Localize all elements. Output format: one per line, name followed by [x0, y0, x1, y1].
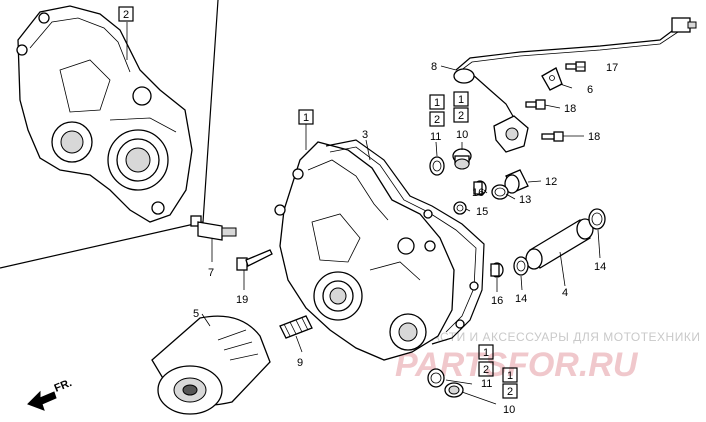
- boxed-stack-top-a[interactable]: 1 2: [429, 94, 445, 127]
- svg-text:2: 2: [483, 364, 489, 376]
- svg-text:2: 2: [123, 9, 129, 21]
- callout-10-bottom[interactable]: 10: [503, 404, 515, 416]
- callout-16-top[interactable]: 16: [472, 187, 484, 199]
- svg-text:1: 1: [483, 347, 489, 359]
- callout-15[interactable]: 15: [476, 206, 488, 218]
- oring-13-drawing: [491, 184, 509, 200]
- svg-text:1: 1: [507, 370, 513, 382]
- boxed-stack-bottom-a[interactable]: 1 2: [478, 344, 494, 377]
- leader-lines: [126, 22, 601, 405]
- callout-14-left[interactable]: 14: [515, 293, 527, 305]
- sensor-harness-drawing: [453, 17, 697, 153]
- collar-16-drawing: [473, 180, 487, 196]
- boxed-stack-top-b[interactable]: 1 2: [453, 91, 469, 123]
- callout-7[interactable]: 7: [208, 267, 214, 279]
- callout-9[interactable]: 9: [297, 357, 303, 369]
- oring-14b-drawing: [588, 208, 606, 230]
- gasket-drawing: [325, 139, 485, 345]
- cap-10-drawing: [452, 148, 472, 170]
- callout-boxed-2-inset[interactable]: 2: [118, 6, 134, 22]
- front-direction-arrow: FR.: [27, 377, 74, 411]
- callout-17[interactable]: 17: [606, 62, 618, 74]
- svg-text:1: 1: [458, 94, 464, 106]
- callout-16-bottom[interactable]: 16: [491, 295, 503, 307]
- svg-text:1: 1: [303, 112, 309, 124]
- inset-frame: [0, 0, 219, 269]
- bolt-17-drawing: [565, 61, 586, 72]
- callout-5[interactable]: 5: [193, 308, 199, 320]
- callout-14-right[interactable]: 14: [594, 261, 606, 273]
- oring-14a-drawing: [513, 256, 529, 276]
- front-label: FR.: [53, 377, 74, 395]
- callout-18-bottom[interactable]: 18: [588, 131, 600, 143]
- callout-19[interactable]: 19: [236, 294, 248, 306]
- oil-filter-drawing: [151, 315, 271, 415]
- callout-6[interactable]: 6: [587, 84, 593, 96]
- inset-cover-drawing: [16, 5, 193, 223]
- bolt-18b-drawing: [541, 131, 564, 142]
- collar-16b-drawing: [490, 262, 504, 278]
- pipe-4-drawing: [525, 218, 594, 270]
- main-cover-drawing: [274, 141, 455, 361]
- cap-10b-drawing: [444, 382, 464, 398]
- svg-text:2: 2: [458, 110, 464, 122]
- callout-12[interactable]: 12: [545, 176, 557, 188]
- bolt-18a-drawing: [525, 99, 546, 110]
- relief-valve-drawing: [279, 315, 313, 339]
- callout-boxed-1-main[interactable]: 1: [298, 109, 314, 125]
- svg-text:2: 2: [434, 114, 440, 126]
- svg-text:1: 1: [434, 97, 440, 109]
- callout-10-top[interactable]: 10: [456, 129, 468, 141]
- bolt-19-drawing: [236, 249, 273, 271]
- pipe-12-drawing: [504, 169, 529, 194]
- boxed-stack-bottom-b[interactable]: 1 2: [502, 367, 518, 399]
- clamp-6-drawing: [541, 67, 563, 91]
- callout-3[interactable]: 3: [362, 129, 368, 141]
- callout-13[interactable]: 13: [519, 194, 531, 206]
- callout-11-bottom[interactable]: 11: [481, 378, 492, 390]
- oring-15-drawing: [453, 201, 467, 215]
- callout-11-top[interactable]: 11: [430, 131, 441, 143]
- pressure-switch-drawing: [190, 215, 237, 241]
- watermark-tagline: ЗАПЧАСТИ И АКСЕССУАРЫ ДЛЯ МОТОТЕХНИКИ: [398, 330, 700, 344]
- callout-8[interactable]: 8: [431, 61, 437, 73]
- callout-18-top[interactable]: 18: [564, 103, 576, 115]
- svg-text:2: 2: [507, 386, 513, 398]
- oil-seal-11b-drawing: [427, 368, 445, 388]
- callout-4[interactable]: 4: [562, 287, 568, 299]
- oil-seal-11-drawing: [429, 156, 445, 176]
